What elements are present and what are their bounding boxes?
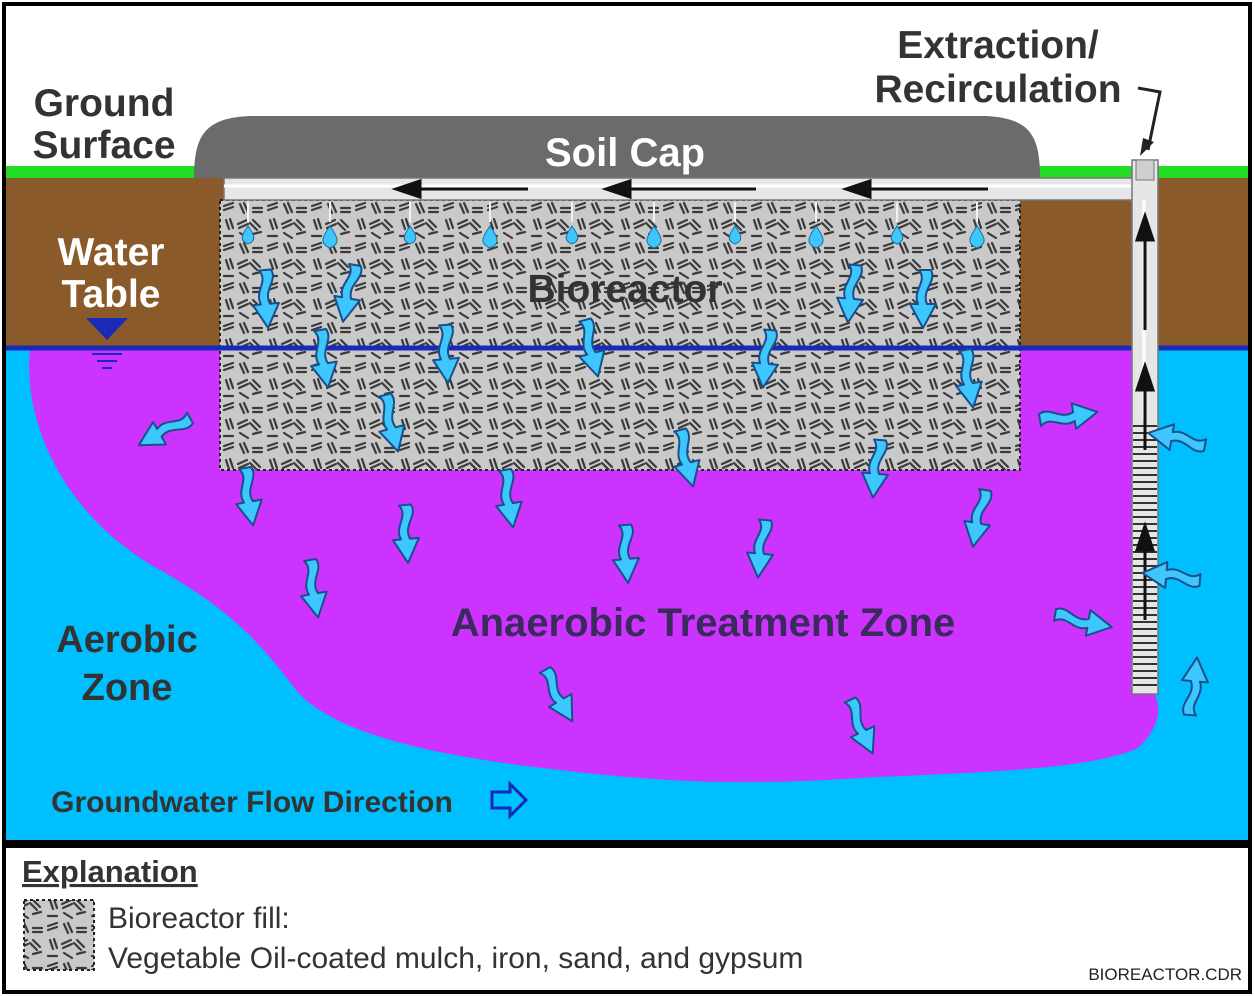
- pipe-flow-arrows: [391, 178, 988, 200]
- flow-arrow-icon: [909, 269, 937, 329]
- extraction-label-2: Recirculation: [874, 68, 1121, 111]
- drip-icon: [565, 202, 579, 245]
- flow-arrow-icon: [578, 317, 606, 378]
- water-table-label-2: Table: [62, 273, 161, 316]
- flow-arrow-icon: [1052, 607, 1113, 637]
- flow-arrow-icon: [333, 262, 363, 323]
- ground-surface-label-2: Surface: [32, 124, 175, 167]
- flow-arrow-icon: [963, 487, 993, 548]
- flow-arrow-icon: [751, 328, 779, 389]
- drip-emitters: [241, 202, 985, 249]
- bioreactor-label: Bioreactor: [527, 268, 722, 311]
- flow-arrow-icon: [746, 518, 774, 579]
- drip-icon: [969, 202, 985, 249]
- soil-cap-label: Soil Cap: [545, 131, 705, 175]
- soil-cap: [194, 116, 1040, 178]
- water-table-icon: [86, 318, 128, 369]
- flow-arrow-icon: [612, 523, 640, 584]
- flow-arrow-icon: [432, 323, 460, 384]
- flow-arrow-icon: [235, 465, 263, 527]
- flow-arrows: [137, 262, 1209, 755]
- groundwater-flow-arrow-icon: [490, 780, 529, 820]
- legend-swatch-bioreactor-fill: [23, 899, 95, 971]
- file-tag: BIOREACTOR.CDR: [1088, 965, 1242, 984]
- flow-arrow-icon: [843, 696, 876, 755]
- drip-icon: [728, 202, 742, 245]
- ground-surface-label-1: Ground: [34, 82, 175, 125]
- flow-arrow-icon: [495, 467, 523, 529]
- flow-arrow-icon: [861, 438, 889, 499]
- drip-icon: [322, 202, 338, 249]
- flow-arrow-icon: [392, 503, 420, 564]
- flow-arrow-icon: [137, 411, 194, 447]
- flow-arrow-icon: [836, 263, 864, 324]
- flow-arrow-icon: [1141, 561, 1202, 589]
- flow-arrow-icon: [300, 557, 328, 619]
- flow-arrow-icon: [378, 392, 406, 453]
- groundwater-flow-label: Groundwater Flow Direction: [51, 786, 453, 819]
- bioreactor-fill: [219, 199, 1021, 471]
- drip-icon: [482, 202, 498, 249]
- well-flow-arrows: [1134, 211, 1156, 620]
- drip-icon: [808, 202, 824, 249]
- flow-arrow-icon: [1181, 656, 1209, 717]
- extraction-pointer: [1137, 86, 1162, 151]
- water-table-label-1: Water: [58, 231, 165, 274]
- drip-icon: [890, 202, 904, 245]
- legend-item-line-2: Vegetable Oil-coated mulch, iron, sand, …: [108, 942, 803, 975]
- flow-arrow-icon: [252, 268, 280, 329]
- anaerobic-zone-label: Anaerobic Treatment Zone: [451, 601, 956, 645]
- flow-arrow-icon: [538, 666, 574, 723]
- diagram-frame: [2, 2, 1252, 844]
- drip-icon: [241, 202, 255, 245]
- legend-box: [2, 844, 1252, 994]
- legend-title: Explanation: [22, 854, 198, 889]
- legend-item-line-1: Bioreactor fill:: [108, 902, 290, 935]
- aerobic-zone-label-2: Zone: [82, 667, 173, 709]
- flow-arrow-icon: [1037, 402, 1099, 430]
- flow-arrow-icon: [673, 427, 701, 488]
- flow-arrow-icon: [1147, 423, 1208, 453]
- flow-arrow-icon: [955, 347, 983, 409]
- drip-icon: [403, 202, 417, 245]
- flow-arrow-icon: [310, 327, 338, 389]
- aerobic-zone-label-1: Aerobic: [56, 619, 197, 661]
- well-screen: [1133, 425, 1157, 686]
- drip-icon: [646, 202, 662, 249]
- extraction-label-1: Extraction/: [897, 24, 1099, 67]
